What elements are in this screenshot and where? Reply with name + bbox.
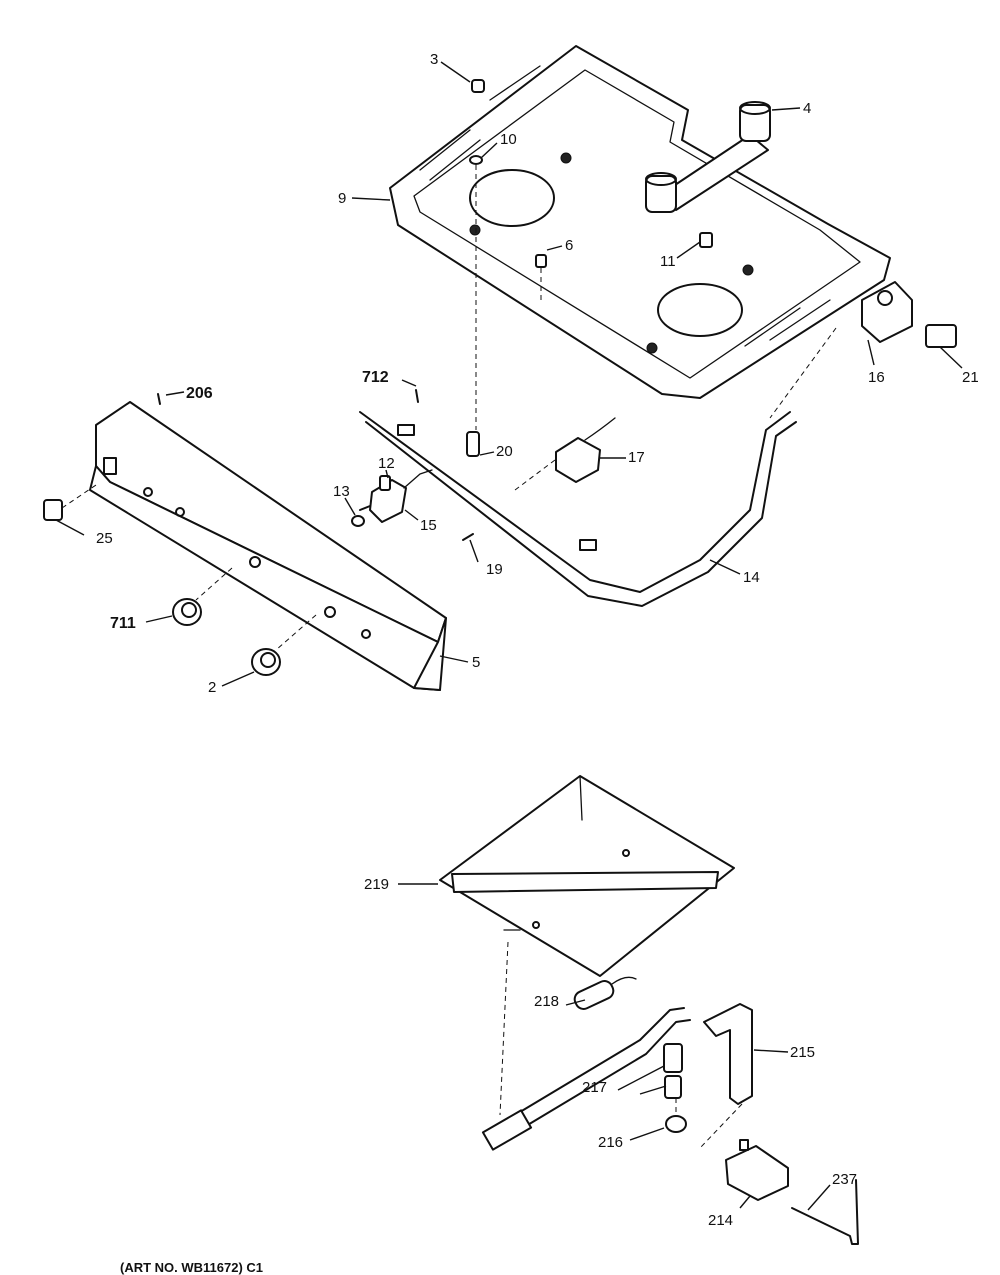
label-6: 6: [565, 237, 573, 254]
knob: [251, 648, 281, 676]
label-219: 219: [364, 876, 389, 893]
igniter-switch: [555, 417, 616, 483]
manifold-panel: [89, 401, 447, 691]
orifice-fitting: [535, 254, 547, 268]
bracket: [703, 1003, 753, 1105]
label-15: 15: [420, 517, 437, 534]
alignment-line: [195, 567, 233, 601]
knob-711: [172, 598, 202, 626]
safety-valve: [725, 1139, 789, 1201]
gas-valve: [359, 469, 433, 523]
callout-labels: 3 4 10 9 6 11 16 21 206 712 20 17 12 13 …: [96, 51, 979, 1229]
label-9: 9: [338, 190, 346, 207]
regulator-fitting: [925, 324, 957, 348]
label-21: 21: [962, 369, 979, 386]
burner-box-pan: [389, 45, 891, 399]
label-19: 19: [486, 561, 503, 578]
label-5: 5: [472, 654, 480, 671]
thermocouple-tube: [791, 1179, 859, 1245]
valve-nut: [351, 515, 365, 527]
label-3: 3: [430, 51, 438, 68]
alignment-line: [514, 459, 556, 491]
alignment-line: [61, 484, 97, 509]
pressure-regulator: [861, 281, 913, 343]
label-217: 217: [582, 1079, 607, 1096]
orifice-hood: [466, 431, 480, 457]
alignment-line: [699, 1103, 743, 1149]
label-2: 2: [208, 679, 216, 696]
label-711: 711: [110, 615, 136, 632]
label-214: 214: [708, 1212, 733, 1229]
screw-206: [157, 393, 161, 405]
oven-burner: [481, 1007, 691, 1151]
igniter: [573, 976, 637, 1010]
label-206: 206: [186, 385, 213, 402]
orifice-holder: [663, 1043, 683, 1099]
manifold-burner-tube: [359, 411, 797, 607]
label-218: 218: [534, 993, 559, 1010]
alignment-line: [769, 327, 837, 419]
label-4: 4: [803, 100, 811, 117]
screw-712: [415, 389, 419, 403]
label-12: 12: [378, 455, 395, 472]
mounting-screw: [462, 533, 474, 541]
label-712: 712: [362, 369, 389, 386]
spark-module: [645, 101, 771, 213]
plug-button: [471, 79, 485, 93]
label-10: 10: [500, 131, 517, 148]
label-215: 215: [790, 1044, 815, 1061]
label-216: 216: [598, 1134, 623, 1151]
art-number-caption: (ART NO. WB11672) C1: [120, 1260, 264, 1275]
label-237: 237: [832, 1171, 857, 1188]
leader-lines: [55, 61, 963, 1211]
label-13: 13: [333, 483, 350, 500]
spark-electrode: [699, 232, 713, 248]
hex-nut: [665, 1115, 687, 1133]
clip: [43, 499, 63, 521]
label-20: 20: [496, 443, 513, 460]
label-14: 14: [743, 569, 760, 586]
pilot-fitting: [379, 475, 391, 491]
grommet: [469, 155, 483, 165]
oven-bottom-plate: [439, 775, 735, 977]
label-11: 11: [660, 253, 676, 270]
label-25: 25: [96, 530, 113, 547]
label-16: 16: [868, 369, 885, 386]
alignment-line: [499, 941, 509, 1116]
label-17: 17: [628, 449, 645, 466]
